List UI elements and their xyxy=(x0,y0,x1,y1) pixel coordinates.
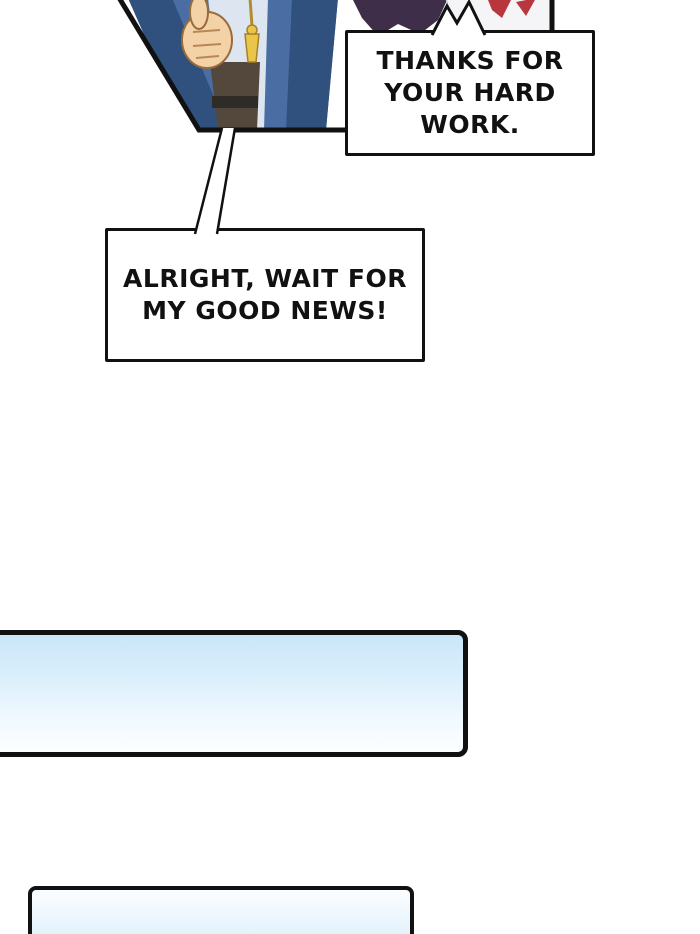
thumb-art xyxy=(189,0,209,30)
bottom-sky-panel-1 xyxy=(0,630,468,757)
speech-bubble-2-text: ALRIGHT, WAIT FOR MY GOOD NEWS! xyxy=(123,264,407,325)
speech-bubble-2-tail-fill xyxy=(195,128,235,234)
belt-art xyxy=(212,96,258,108)
garment-red-accent-2-art xyxy=(516,0,536,16)
cloak-shadow-right-art xyxy=(286,0,338,130)
speech-bubble-1-text: THANKS FOR YOUR HARD WORK. xyxy=(376,46,564,139)
tassel-art xyxy=(244,33,260,63)
garment-red-accent-art xyxy=(488,0,512,18)
speech-bubble-1-tail xyxy=(430,0,487,36)
cloak-shadow-art xyxy=(128,0,228,130)
finger-lines-art xyxy=(192,29,222,59)
bottom-sky-panel-2 xyxy=(28,886,414,934)
purple-hair-character-art xyxy=(352,0,448,36)
tassel-cord-art xyxy=(248,0,254,27)
speech-bubble-2: ALRIGHT, WAIT FOR MY GOOD NEWS! xyxy=(105,228,425,362)
speech-bubble-2-tail xyxy=(193,127,237,235)
